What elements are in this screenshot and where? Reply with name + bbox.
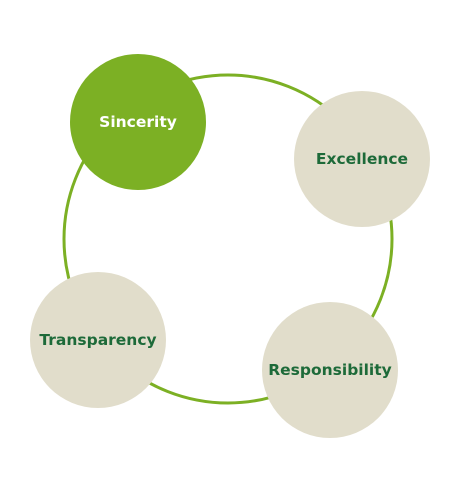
- value-node-transparency[interactable]: Transparency: [30, 272, 166, 408]
- value-node-label: Excellence: [315, 150, 409, 168]
- value-node-excellence[interactable]: Excellence: [294, 91, 430, 227]
- cycle-ring-circle: [62, 73, 394, 405]
- value-node-label: Responsibility: [268, 361, 392, 379]
- value-node-label: Transparency: [39, 331, 157, 349]
- value-node-sincerity[interactable]: Sincerity: [70, 54, 206, 190]
- value-node-label: Sincerity: [99, 113, 177, 131]
- value-node-responsibility[interactable]: Responsibility: [262, 302, 398, 438]
